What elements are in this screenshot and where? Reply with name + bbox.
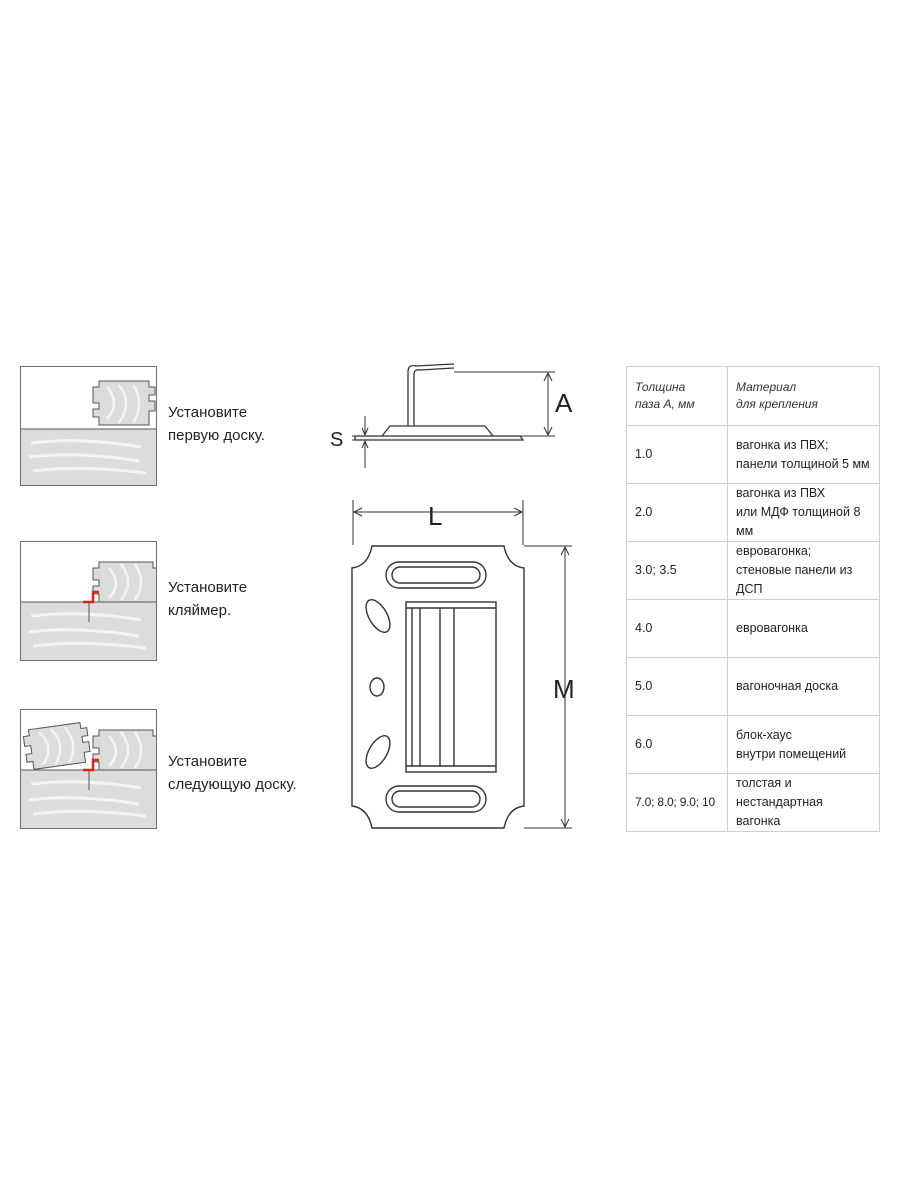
material-cell: евровагонка; стеновые панели из ДСП	[727, 541, 880, 600]
clip-top-view	[351, 545, 525, 829]
next-board	[22, 722, 91, 770]
table-row: 1.0 вагонка из ПВХ; панели толщиной 5 мм	[626, 425, 880, 484]
table-row: 4.0 евровагонка	[626, 599, 880, 658]
material-cell: блок-хаус внутри помещений	[727, 715, 880, 774]
step-2-caption: Установите кляймер.	[168, 579, 248, 619]
dimension-M	[524, 545, 572, 829]
table-header-row: Толщина паза А, мм Материал для креплени…	[626, 366, 880, 426]
header-groove-thickness: Толщина паза А, мм	[626, 366, 728, 426]
dim-L-label: L	[428, 501, 442, 531]
installed-board	[21, 601, 156, 660]
step-2-illustration	[20, 541, 157, 661]
material-cell: евровагонка	[727, 599, 880, 658]
thickness-cell: 4.0	[626, 599, 728, 658]
dim-A-label: A	[555, 388, 573, 418]
thickness-cell: 1.0	[626, 425, 728, 484]
material-cell: вагонка из ПВХ или МДФ толщиной 8 мм	[727, 483, 880, 542]
dimension-A	[454, 371, 555, 437]
new-board	[92, 380, 156, 426]
thickness-cell: 7.0; 8.0; 9.0; 10	[626, 773, 728, 832]
clip-side-view	[354, 363, 525, 441]
spec-table: Толщина паза А, мм Материал для креплени…	[626, 366, 880, 832]
thickness-cell: 5.0	[626, 657, 728, 716]
step-3-illustration	[20, 709, 157, 829]
header-material: Материал для крепления	[727, 366, 880, 426]
installed-board	[21, 428, 156, 485]
dimension-L	[352, 500, 524, 545]
table-row: 3.0; 3.5 евровагонка; стеновые панели из…	[626, 541, 880, 600]
material-cell: вагонка из ПВХ; панели толщиной 5 мм	[727, 425, 880, 484]
thickness-cell: 6.0	[626, 715, 728, 774]
thickness-cell: 3.0; 3.5	[626, 541, 728, 600]
clip-marker	[83, 758, 99, 772]
step-1-illustration	[20, 366, 157, 486]
thickness-cell: 2.0	[626, 483, 728, 542]
table-row: 5.0 вагоночная доска	[626, 657, 880, 716]
table-row: 6.0 блок-хаус внутри помещений	[626, 715, 880, 774]
dim-S-label: S	[330, 429, 343, 451]
clip-technical-drawing: A S L M	[330, 363, 575, 829]
clip-marker	[83, 590, 99, 604]
step-1-caption: Установите первую доску.	[168, 404, 265, 444]
installed-upper-board	[92, 729, 156, 771]
step-3-caption: Установите следующую доску.	[168, 753, 297, 793]
dim-M-label: M	[553, 674, 575, 704]
new-board	[92, 561, 156, 603]
dimension-S	[352, 416, 382, 468]
material-cell: вагоночная доска	[727, 657, 880, 716]
table-row: 7.0; 8.0; 9.0; 10 толстая и нестандартна…	[626, 773, 880, 832]
installed-board	[21, 769, 156, 828]
material-cell: толстая и нестандартная вагонка	[727, 773, 880, 832]
table-row: 2.0 вагонка из ПВХ или МДФ толщиной 8 мм	[626, 483, 880, 542]
